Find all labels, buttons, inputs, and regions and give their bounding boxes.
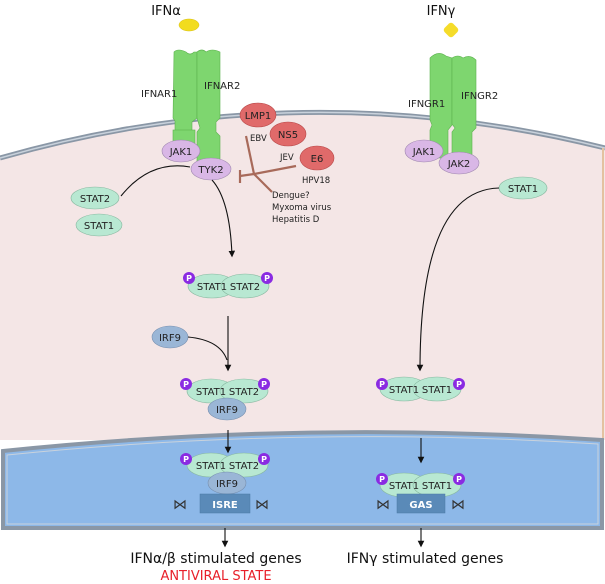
dimer-stat1-label: STAT1 xyxy=(197,282,227,293)
protein-label: STAT1 xyxy=(196,387,226,398)
cytoplasm xyxy=(0,112,605,441)
stat-recruit-arc xyxy=(120,165,191,197)
jak2-label: JAK2 xyxy=(447,159,471,170)
protein-label: IRF9 xyxy=(216,479,238,490)
phospho-icon xyxy=(376,473,388,485)
left-output-label: IFNα/β stimulated genes xyxy=(130,551,301,567)
ifngr1-label: IFNGR1 xyxy=(408,99,445,110)
ifngr1-receptor xyxy=(429,53,453,159)
protein-label: STAT2 xyxy=(229,387,259,398)
stat2-free xyxy=(70,186,120,210)
isre-label: ISRE xyxy=(212,500,238,511)
jak2-kinase xyxy=(438,151,480,175)
other-virus-1: Dengue? xyxy=(272,191,310,201)
stat1-free-left-label: STAT1 xyxy=(84,221,114,232)
ifnar1-receptor xyxy=(172,49,198,153)
stat1-free-right-label: STAT1 xyxy=(508,184,538,195)
isgf3-complex-cytoplasm: STAT1 STAT2 IRF9 P P xyxy=(180,378,270,421)
stat1-free-left xyxy=(75,213,123,237)
right-output-label: IFNγ stimulated genes xyxy=(347,551,504,567)
protein-label: STAT1 xyxy=(389,385,419,396)
irf9-recruit-arc xyxy=(187,336,228,361)
phospho-icon xyxy=(183,272,195,284)
ifn-gamma-ligand xyxy=(443,22,459,38)
dna-helix-icon: ⋈ xyxy=(173,497,187,513)
ns5-label: NS5 xyxy=(278,130,298,141)
phospho-icon xyxy=(453,473,465,485)
nucleus xyxy=(1,430,604,530)
phospho-label: P xyxy=(264,274,270,283)
dna-helix-icon: ⋈ xyxy=(451,497,465,513)
phospho-label: P xyxy=(183,455,189,464)
stat1-homodimer-cytoplasm: STAT1 STAT1 P P xyxy=(376,376,465,402)
ns5-protein xyxy=(269,121,307,147)
jev-label: JEV xyxy=(279,153,294,163)
phospho-icon xyxy=(180,378,192,390)
phospho-icon xyxy=(180,453,192,465)
activation-arrow-left xyxy=(211,179,236,258)
lmp1-label: LMP1 xyxy=(245,111,272,122)
jak1-kinase-left xyxy=(161,139,201,163)
ligand-ifn-gamma-label: IFNγ xyxy=(427,4,456,19)
gas-label: GAS xyxy=(409,500,432,511)
phospho-label: P xyxy=(261,380,267,389)
phospho-icon xyxy=(258,378,270,390)
tyk2-label: TYK2 xyxy=(197,165,223,176)
protein-label: STAT1 xyxy=(422,481,452,492)
activation-arrow-right xyxy=(416,187,500,372)
e6-label: E6 xyxy=(311,154,324,165)
ifnar2-label: IFNAR2 xyxy=(204,81,240,92)
phospho-label: P xyxy=(261,455,267,464)
ifn-alpha-ligand xyxy=(178,18,200,32)
phospho-label: P xyxy=(379,380,385,389)
stat1-homodimer-nucleus: STAT1 STAT1 P P xyxy=(376,472,465,498)
jak1-kinase-right xyxy=(404,139,444,163)
hpv18-label: HPV18 xyxy=(302,176,330,186)
phospho-icon xyxy=(261,272,273,284)
other-virus-3: Hepatitis D xyxy=(272,215,320,225)
e6-protein xyxy=(299,145,335,171)
stat1-stat2-dimer-cytoplasm: STAT1 STAT2 P P xyxy=(183,272,273,299)
lmp1-protein xyxy=(239,102,277,128)
antiviral-state-label: ANTIVIRAL STATE xyxy=(160,569,271,584)
protein-label: IRF9 xyxy=(216,405,238,416)
protein-label: STAT1 xyxy=(389,481,419,492)
tyk2-kinase xyxy=(190,157,232,181)
inhibition-symbol xyxy=(238,135,297,193)
phospho-label: P xyxy=(456,380,462,389)
dna-helix-icon: ⋈ xyxy=(376,497,390,513)
dna-helix-icon: ⋈ xyxy=(255,497,269,513)
phospho-label: P xyxy=(456,475,462,484)
ifnar1-label: IFNAR1 xyxy=(141,89,177,100)
protein-label: STAT1 xyxy=(422,385,452,396)
dimer-stat2-label: STAT2 xyxy=(230,282,260,293)
ligand-ifn-alpha-label: IFNα xyxy=(151,4,181,19)
protein-label: STAT1 xyxy=(196,461,226,472)
phospho-label: P xyxy=(183,380,189,389)
isgf3-complex-nucleus: STAT1 STAT2 IRF9 P P xyxy=(180,452,270,495)
irf9-free-label: IRF9 xyxy=(159,333,181,344)
stat2-free-label: STAT2 xyxy=(80,194,110,205)
isre-element xyxy=(199,493,251,514)
phospho-label: P xyxy=(186,274,192,283)
ebv-label: EBV xyxy=(250,134,267,144)
ifnar2-receptor xyxy=(196,49,221,166)
jak1-left-label: JAK1 xyxy=(169,147,193,158)
phospho-icon xyxy=(376,378,388,390)
phospho-icon xyxy=(258,453,270,465)
other-virus-2: Myxoma virus xyxy=(272,203,332,213)
phospho-icon xyxy=(453,378,465,390)
ifngr2-label: IFNGR2 xyxy=(461,91,498,102)
gas-element xyxy=(396,493,446,514)
jak1-right-label: JAK1 xyxy=(412,147,436,158)
protein-label: STAT2 xyxy=(229,461,259,472)
phospho-label: P xyxy=(379,475,385,484)
